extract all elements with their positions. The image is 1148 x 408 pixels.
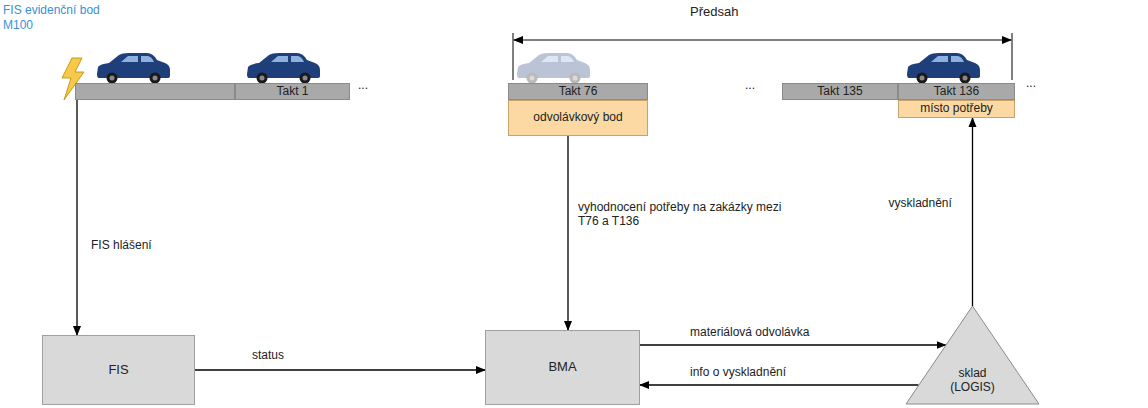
ellipsis: ... [743, 78, 757, 92]
node-text: místo potřeby [920, 102, 993, 116]
node-text: BMA [548, 360, 576, 375]
flow-arrow [567, 136, 568, 330]
node-text: odvolávkový bod [533, 111, 623, 125]
node-text: Takt 76 [559, 85, 598, 99]
warehouse-triangle: sklad (LOGIS) [905, 305, 1040, 405]
ellipsis: ... [1024, 76, 1038, 90]
node-text: Takt 1 [276, 85, 308, 99]
flow-arrow [640, 344, 946, 345]
node-text: Takt 136 [934, 85, 979, 99]
flow-arrow [195, 369, 485, 370]
conveyor-segment: FIS evidenční bod M100 [75, 83, 235, 100]
flow-arrow [972, 118, 973, 306]
takt-box: Takt 1 [235, 83, 350, 100]
node-text: Takt 135 [817, 85, 862, 99]
edge-label: vyskladnění [887, 196, 954, 210]
ellipsis: ... [356, 78, 370, 92]
flow-arrow [640, 384, 919, 385]
takt-box: Takt 135 [782, 83, 898, 100]
system-box: BMA [485, 330, 640, 405]
takt-box: Takt 136 [898, 83, 1015, 100]
node-text: sklad (LOGIS) [941, 367, 1005, 395]
car-ghost [517, 53, 590, 84]
point-heading: FIS evidenční bod M100 [3, 3, 118, 33]
edge-label: vyhodnocení potřeby na zakázky mezi T76 … [576, 200, 790, 229]
car [907, 53, 980, 84]
flow-arrow [76, 100, 77, 335]
takt-box: Takt 76 [508, 83, 648, 100]
edge-label: FIS hlášení [89, 238, 154, 252]
call-point-box: odvolávkový bod [508, 100, 648, 136]
point-of-use-box: místo potřeby [898, 100, 1015, 118]
car [97, 53, 170, 84]
span-arrow [513, 33, 1012, 80]
edge-label: status [250, 348, 286, 362]
node-text: FIS [108, 363, 128, 378]
car [247, 53, 320, 84]
span-label: Předsah [688, 4, 740, 20]
edge-label: info o vyskladnění [688, 365, 788, 379]
system-box: FIS [42, 335, 195, 405]
edge-label: materiálová odvolávka [688, 325, 811, 339]
